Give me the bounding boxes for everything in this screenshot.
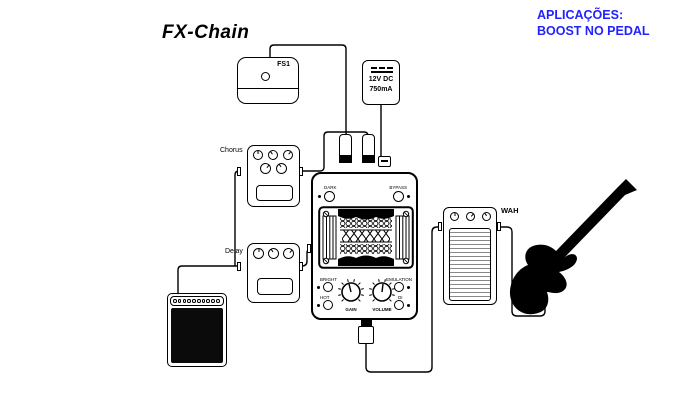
tube-window <box>318 206 414 269</box>
gain-knob-label: GAIN <box>345 307 357 312</box>
chorus-footswitch <box>256 185 293 201</box>
dc-symbol-icon <box>387 67 393 69</box>
wah-knob-icon <box>450 212 459 221</box>
delay-input-jack <box>299 262 303 271</box>
cable-footswitch-to-preamp <box>269 44 347 135</box>
volume-knob-icon <box>369 279 395 302</box>
footswitch-led-icon <box>261 72 270 81</box>
footswitch-divider <box>238 88 298 89</box>
dark-switch-label: DARK <box>324 185 337 190</box>
di-switch-label: DI <box>398 295 403 300</box>
application-note: APLICAÇÕES: BOOST NO PEDAL <box>537 7 650 39</box>
dc-inlet <box>378 156 391 167</box>
dc-symbol-icon <box>379 67 385 69</box>
send-plug-icon <box>339 134 352 163</box>
footswitch-label: FS1 <box>277 61 290 68</box>
amplifier <box>167 293 227 367</box>
dark-led-icon <box>318 195 322 199</box>
application-note-line2: BOOST NO PEDAL <box>537 24 650 38</box>
chorus-knob-icon <box>280 147 296 163</box>
wah-knob-icon <box>464 210 477 223</box>
chorus-input-jack <box>299 167 303 176</box>
chorus-pedal <box>247 145 300 207</box>
delay-knob-icon <box>280 245 297 262</box>
plug-tip-icon <box>362 155 374 163</box>
delay-pedal <box>247 243 300 303</box>
gain-knob-icon <box>338 279 364 302</box>
cable-wah-to-guitar <box>500 226 546 317</box>
dc-symbol-icon <box>371 71 393 73</box>
emulation-led-icon <box>407 286 411 290</box>
amp-grille <box>171 308 223 363</box>
cable-chorus-to-preamp-send <box>300 131 369 172</box>
chorus-knob-icon <box>257 160 274 177</box>
delay-label: Delay <box>225 248 243 255</box>
preamp-output-plug-body <box>358 326 374 344</box>
power-supply: 12V DC 750mA <box>362 60 400 105</box>
di-button <box>394 300 404 310</box>
wah-knob-icon <box>480 210 493 223</box>
bright-switch-label: BRIGHT <box>320 277 338 282</box>
bright-button <box>323 282 333 292</box>
dark-button <box>324 191 335 202</box>
emulation-switch-label: EMULATION <box>386 277 412 282</box>
preamp-output-plug-icon <box>361 319 372 326</box>
cable-delay-to-amp <box>177 265 241 295</box>
power-voltage: 12V DC <box>368 76 394 83</box>
hot-led-icon <box>317 304 321 308</box>
guitar-silhouette <box>509 179 637 315</box>
di-led-icon <box>407 304 411 308</box>
cable-preamp-to-wah <box>365 226 440 373</box>
bypass-led-icon <box>407 195 411 199</box>
volume-knob-label: VOLUME <box>372 307 392 312</box>
hot-button <box>323 300 333 310</box>
amp-control-panel <box>170 296 224 306</box>
chorus-output-jack <box>237 167 241 176</box>
bright-led-icon <box>317 286 321 290</box>
wah-input-jack <box>497 222 501 231</box>
wah-pedal <box>443 207 497 305</box>
application-note-line1: APLICAÇÕES: <box>537 8 624 22</box>
plug-tip-icon <box>339 155 351 163</box>
power-current: 750mA <box>369 86 393 93</box>
preamp-unit: DARK BYPASS <box>311 172 418 320</box>
preamp-return-jack <box>307 244 311 253</box>
wah-output-jack <box>438 222 442 231</box>
bypass-button <box>393 191 404 202</box>
delay-footswitch <box>257 278 293 295</box>
dc-inlet-slot-icon <box>381 160 388 162</box>
chorus-label: Chorus <box>220 147 243 154</box>
wah-label: WAH <box>501 206 519 215</box>
footswitch-fs1: FS1 <box>237 57 299 104</box>
chorus-knob-icon <box>266 148 280 162</box>
diagram-title: FX-Chain <box>162 22 250 43</box>
emulation-button <box>394 282 404 292</box>
delay-knob-icon <box>265 245 282 262</box>
dc-symbol-icon <box>371 67 377 69</box>
delay-knob-icon <box>253 248 264 259</box>
amp-knobs-icon <box>173 299 220 303</box>
chorus-knob-icon <box>273 160 290 177</box>
delay-output-jack <box>237 262 241 271</box>
return-plug-icon <box>362 134 375 163</box>
wah-treadle <box>449 228 491 301</box>
chorus-knob-icon <box>253 150 263 160</box>
bypass-switch-label: BYPASS <box>389 185 407 190</box>
hot-switch-label: HOT <box>320 295 330 300</box>
